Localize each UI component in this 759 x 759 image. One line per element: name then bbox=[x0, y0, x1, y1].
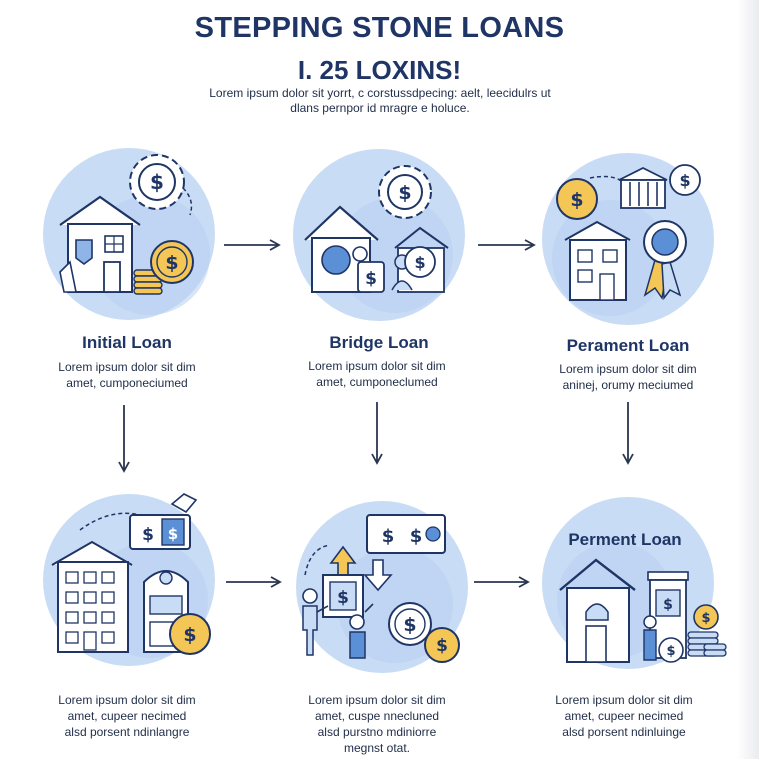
intro-line: Lorem ipsum dolor sit yorrt, c corstussd… bbox=[209, 86, 551, 100]
svg-text:$: $ bbox=[436, 636, 448, 656]
desc-line: amet, cupeer necimed bbox=[564, 709, 684, 723]
dollar-coin-icon: $ bbox=[404, 246, 436, 278]
house-icon bbox=[59, 195, 141, 293]
house-icon bbox=[559, 558, 636, 663]
dollar-coin-icon: $ bbox=[424, 627, 460, 663]
dollar-document-icon: $ bbox=[357, 261, 385, 293]
award-ribbon-icon bbox=[643, 220, 687, 301]
svg-text:$: $ bbox=[142, 525, 154, 545]
svg-text:$: $ bbox=[679, 171, 690, 190]
step-desc-initial: Lorem ipsum dolor sit dim amet, cumponec… bbox=[27, 359, 227, 391]
desc-line: amet, cumponeclumed bbox=[316, 375, 438, 389]
page-edge-shade bbox=[737, 0, 759, 759]
desc-line: Lorem ipsum dolor sit dim bbox=[559, 362, 697, 376]
bank-icon bbox=[618, 166, 668, 209]
step-initial-illustration: $ $ bbox=[43, 148, 215, 320]
step-desc-bottom-center: Lorem ipsum dolor sit dim amet, cuspe nn… bbox=[277, 692, 477, 756]
desc-line: Lorem ipsum dolor sit dim bbox=[555, 693, 693, 707]
dollar-coin-icon: $ bbox=[388, 602, 432, 646]
step-desc-bridge: Lorem ipsum dolor sit dim amet, cumponec… bbox=[277, 358, 477, 390]
dollar-coin-icon: $ bbox=[658, 637, 684, 663]
desc-line: alsd porsent ndinlangre bbox=[64, 725, 190, 739]
cash-bill-icon: $ $ bbox=[366, 514, 446, 554]
step-title-bridge: Bridge Loan bbox=[329, 333, 429, 352]
svg-text:$: $ bbox=[382, 526, 395, 547]
gear-dollar-icon: $ bbox=[378, 165, 432, 219]
person-icon bbox=[643, 615, 657, 661]
svg-text:$: $ bbox=[398, 182, 411, 204]
svg-text:$: $ bbox=[403, 614, 416, 636]
person-icon bbox=[302, 588, 329, 656]
svg-text:$: $ bbox=[165, 252, 178, 274]
svg-text:$: $ bbox=[410, 526, 423, 547]
step-desc-bottom-right: Lorem ipsum dolor sit dim amet, cupeer n… bbox=[524, 692, 724, 740]
step-desc-bottom-left: Lorem ipsum dolor sit dim amet, cupeer n… bbox=[27, 692, 227, 740]
intro-line: dlans pernpor id mragre e holuce. bbox=[290, 101, 470, 115]
intro-text: Lorem ipsum dolor sit yorrt, c corstussd… bbox=[160, 86, 600, 116]
down-arrow-icon bbox=[363, 559, 393, 592]
step-bottom-right-illustration: $ $ $ bbox=[542, 497, 727, 669]
up-arrow-icon bbox=[329, 545, 357, 579]
dollar-coin-icon: $ bbox=[669, 164, 701, 196]
svg-text:$: $ bbox=[414, 253, 425, 272]
svg-text:$: $ bbox=[570, 189, 583, 211]
step-title-initial: Initial Loan bbox=[82, 333, 172, 352]
svg-text:$: $ bbox=[168, 525, 178, 543]
desc-line: Lorem ipsum dolor sit dim bbox=[58, 360, 196, 374]
desc-line: aninej, orumy meciumed bbox=[562, 378, 694, 392]
apartment-building-icon bbox=[51, 540, 133, 653]
svg-text:$: $ bbox=[337, 588, 349, 608]
step-permanent-illustration: $ $ bbox=[542, 153, 714, 325]
coin-stack-icon bbox=[133, 269, 163, 295]
svg-text:$: $ bbox=[663, 597, 673, 613]
desc-line: alsd purstno mdiniorre bbox=[317, 725, 437, 739]
gear-dollar-icon: $ bbox=[129, 154, 185, 210]
step-desc-permanent: Lorem ipsum dolor sit dim aninej, orumy … bbox=[528, 361, 728, 393]
page-subtitle: I. 25 LOXINS! bbox=[297, 55, 462, 85]
svg-text:$: $ bbox=[183, 624, 196, 646]
circle-label-bottom-right: Perment Loan bbox=[568, 530, 682, 549]
desc-line: Lorem ipsum dolor sit dim bbox=[58, 693, 196, 707]
desc-line: alsd porsent ndinluinge bbox=[562, 725, 686, 739]
dollar-document-icon: $ bbox=[322, 574, 364, 618]
dollar-coin-icon: $ bbox=[556, 178, 598, 220]
person-icon bbox=[349, 603, 374, 659]
desc-line: amet, cupeer necimed bbox=[67, 709, 187, 723]
svg-text:$: $ bbox=[365, 269, 377, 289]
apartment-icon bbox=[564, 220, 631, 301]
desc-line: Lorem ipsum dolor sit dim bbox=[308, 359, 446, 373]
dollar-coin-icon: $ bbox=[169, 613, 211, 655]
svg-text:$: $ bbox=[701, 611, 710, 626]
desc-line: amet, cumponeciumed bbox=[66, 376, 188, 390]
step-bottom-left-illustration: $ $ $ bbox=[43, 493, 215, 666]
desc-line: megnst otat. bbox=[343, 741, 411, 755]
step-bridge-illustration: $ $ $ bbox=[293, 149, 465, 321]
desc-line: Lorem ipsum dolor sit dim bbox=[308, 693, 446, 707]
page-title: STEPPING STONE LOANS bbox=[194, 12, 565, 44]
svg-text:$: $ bbox=[666, 644, 675, 659]
step-bottom-center-illustration: $ $ $ $ bbox=[296, 501, 468, 673]
step-title-permanent: Perament Loan bbox=[566, 336, 690, 355]
desc-line: amet, cuspe nnecluned bbox=[314, 709, 440, 723]
svg-text:$: $ bbox=[150, 170, 164, 194]
cash-bill-icon: $ $ bbox=[129, 493, 198, 550]
dollar-coin-icon: $ bbox=[150, 240, 194, 284]
coin-stack-icon: $ bbox=[687, 604, 727, 657]
